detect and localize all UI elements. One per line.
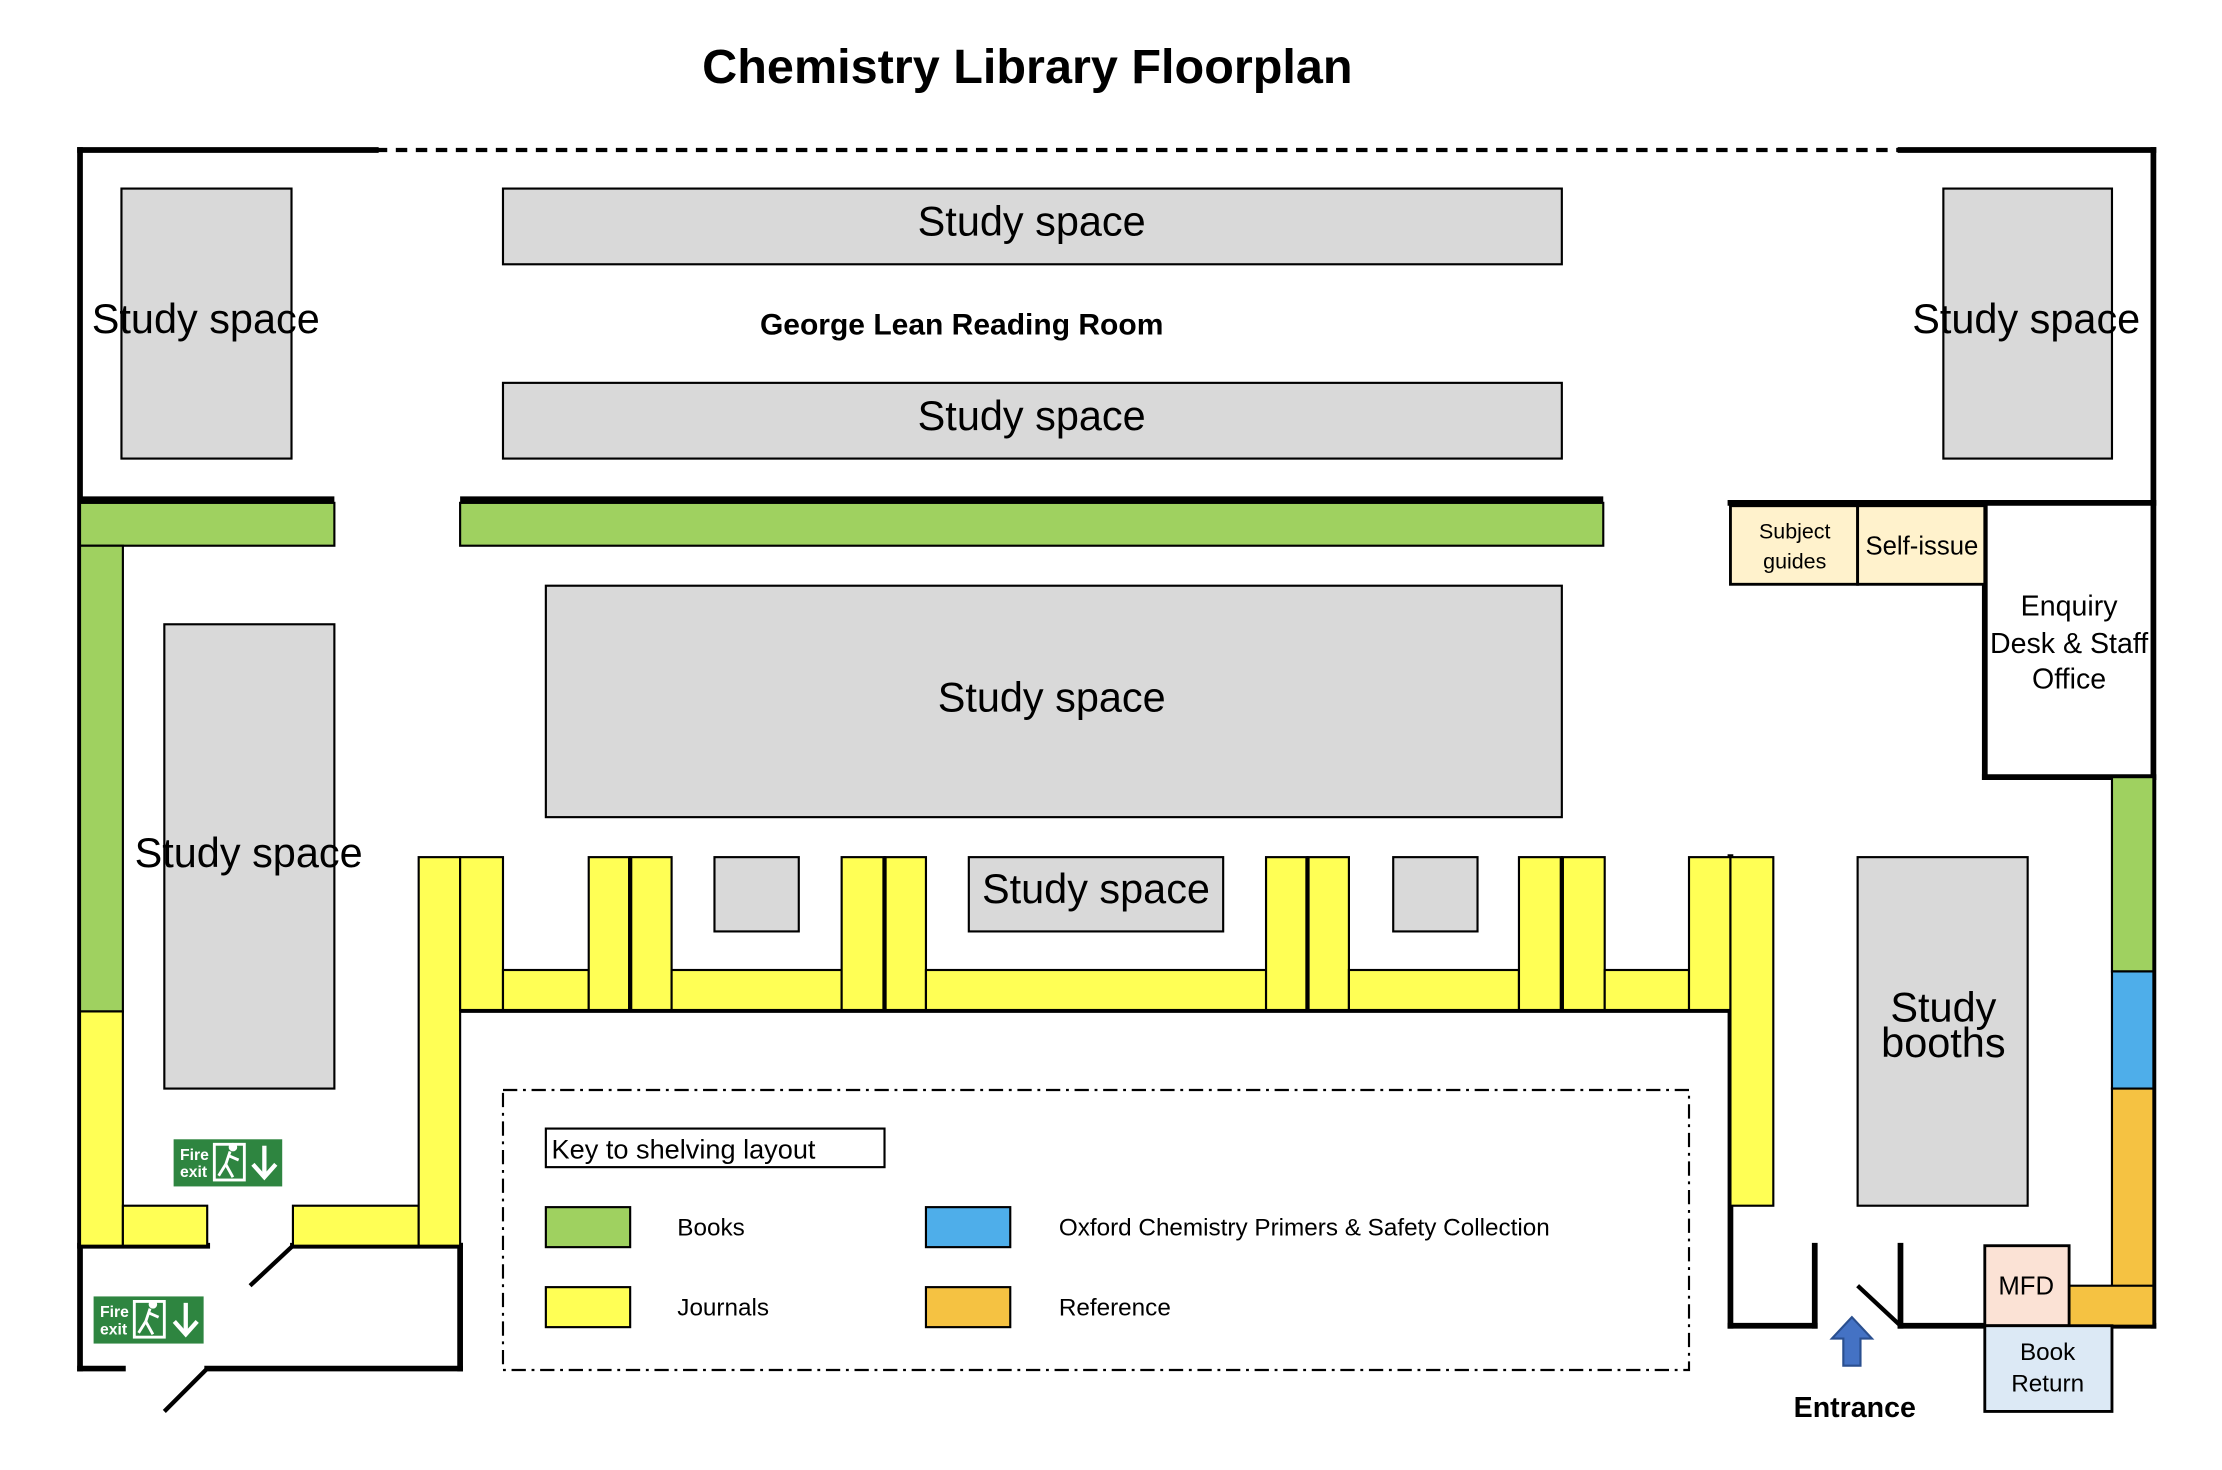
book-return-label-1: Book: [2020, 1339, 2076, 1366]
running-man-icon: [132, 1300, 166, 1339]
journals-shelving: [78, 856, 1775, 1247]
reference-shelving-base: [2068, 1284, 2155, 1327]
mfd: [1983, 1244, 2071, 1328]
study-booths-label-1: Study: [1890, 983, 1996, 1030]
study-space-top-1-label: Study space: [918, 198, 1146, 245]
self-issue: [1856, 504, 1987, 586]
subject-guides: [1729, 504, 1860, 586]
self-issue-label: Self-issue: [1865, 532, 1978, 560]
study-space-ne-label: Study space: [1912, 295, 2140, 342]
legend-label-books: Books: [677, 1215, 744, 1242]
legend: Key to shelving layout Books Journals Ox…: [501, 1088, 1691, 1372]
arrow-down-icon: [172, 1302, 199, 1338]
enquiry-desk-label-3: Office: [2032, 664, 2106, 696]
primers-shelving: [2110, 970, 2155, 1090]
fire-exit-1-line2: exit: [180, 1164, 208, 1181]
books-shelving: [78, 501, 2155, 1013]
enquiry-desk-label-1: Enquiry: [2021, 591, 2119, 623]
doors: [162, 1244, 1902, 1413]
study-booths: [1856, 856, 2029, 1207]
study-space-top-2-label: Study space: [918, 392, 1146, 439]
fire-exit-1-line1: Fire: [180, 1147, 209, 1164]
page-title: Chemistry Library Floorplan: [702, 40, 1352, 94]
study-space-central-label: Study space: [938, 673, 1166, 720]
study-carrel-2: [1392, 856, 1479, 933]
study-space-top-1: [501, 187, 1563, 266]
study-space-ne: [1942, 187, 2114, 460]
legend-swatch-primers: [924, 1206, 1012, 1249]
legend-label-journals: Journals: [677, 1295, 769, 1322]
legend-title-box: [544, 1127, 886, 1169]
study-space-nw: [120, 187, 293, 460]
legend-label-primers: Oxford Chemistry Primers & Safety Collec…: [1059, 1215, 1550, 1242]
study-space-nw-label: Study space: [92, 295, 320, 342]
subject-guides-label-2: guides: [1763, 550, 1826, 574]
fire-exit-2-line2: exit: [100, 1321, 128, 1338]
legend-swatch-reference: [924, 1286, 1012, 1329]
legend-title: Key to shelving layout: [552, 1134, 816, 1165]
study-space-west-label: Study space: [135, 829, 363, 876]
book-return-label-2: Return: [2011, 1370, 2084, 1397]
book-return: [1983, 1324, 2114, 1413]
fire-exit-2-line1: Fire: [100, 1304, 129, 1321]
study-space-bay-label: Study space: [982, 865, 1210, 912]
legend-swatch-books: [544, 1206, 632, 1249]
reading-room-label: George Lean Reading Room: [760, 308, 1163, 341]
subject-guides-label-1: Subject: [1759, 520, 1831, 544]
study-space-central: [544, 584, 1563, 819]
study-space-top-2: [501, 381, 1563, 460]
study-carrel-1: [713, 856, 800, 933]
fire-exit-sign-2: Fire exit: [92, 1295, 206, 1345]
study-space-west: [163, 623, 336, 1090]
arrow-down-icon: [251, 1145, 278, 1181]
entrance-label: Entrance: [1794, 1392, 1916, 1424]
entrance-arrow-icon: [1829, 1315, 1875, 1367]
legend-label-reference: Reference: [1059, 1295, 1171, 1322]
fire-exit-sign-1: Fire exit: [172, 1137, 284, 1188]
running-man-icon: [212, 1142, 246, 1182]
mfd-label: MFD: [1998, 1272, 2054, 1300]
study-booths-label-2: booths: [1881, 1019, 2005, 1066]
enquiry-desk-label-2: Desk & Staff: [1990, 628, 2148, 660]
study-space-bay: [967, 856, 1225, 933]
legend-swatch-journals: [544, 1286, 632, 1329]
